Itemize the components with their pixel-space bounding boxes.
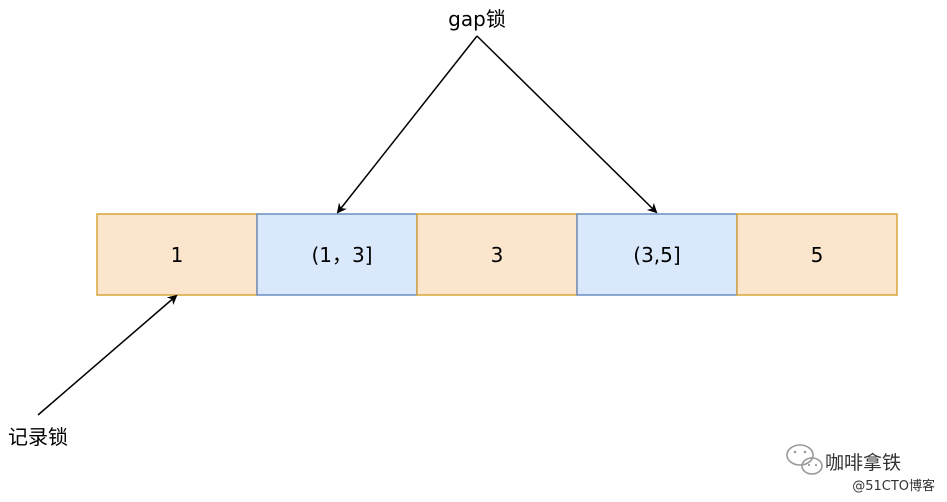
gap-cell-1-3-box (256, 213, 418, 296)
record-lock-arrow (37, 294, 178, 416)
record-cell-5-label: 5 (811, 243, 824, 267)
gap-cell-3-5-label: (3,5] (633, 243, 680, 267)
gap-lock-arrow-right (476, 35, 658, 214)
record-cell-1-label: 1 (171, 243, 184, 267)
record-cell-1-box (96, 213, 258, 296)
record-cell-5-box (736, 213, 898, 296)
gap-cell-3-5: (3,5] (576, 213, 738, 296)
index-row: 1 (1，3] 3 (3,5] 5 (96, 213, 898, 296)
wechat-icon (786, 444, 823, 475)
watermark-source: @51CTO博客 (852, 478, 935, 494)
gap-cell-3-5-box (576, 213, 738, 296)
gap-lock-label: gap锁 (448, 7, 506, 31)
record-cell-3-box (416, 213, 578, 296)
record-lock-label: 记录锁 (8, 425, 68, 449)
watermark-name: 咖啡拿铁 (825, 451, 901, 474)
gap-cell-1-3: (1，3] (256, 213, 418, 296)
record-cell-3: 3 (416, 213, 578, 296)
gap-lock-arrow-left (336, 35, 478, 214)
gap-cell-1-3-label: (1，3] (311, 243, 372, 267)
record-cell-5: 5 (736, 213, 898, 296)
watermark: 咖啡拿铁 @51CTO博客 (786, 444, 935, 494)
record-cell-1: 1 (96, 213, 258, 296)
record-cell-3-label: 3 (491, 243, 504, 267)
